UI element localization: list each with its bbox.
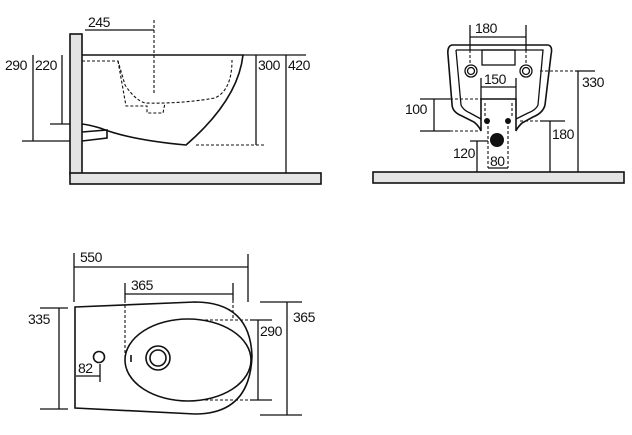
front-view: 180 150 100 330 180 120 80 bbox=[372, 20, 625, 184]
dim-180-right: 180 bbox=[552, 126, 575, 142]
dim-290-top: 290 bbox=[260, 323, 283, 339]
bowl-hidden-line bbox=[82, 59, 233, 104]
dim-300: 300 bbox=[258, 57, 281, 73]
dim-220: 220 bbox=[35, 57, 58, 73]
water-inlet-dot bbox=[490, 133, 504, 147]
bidet-front-outline bbox=[447, 44, 553, 132]
drain-outer bbox=[145, 345, 171, 371]
floor bbox=[69, 172, 322, 185]
dim-365-top: 365 bbox=[131, 277, 154, 293]
tap-hole bbox=[92, 350, 106, 364]
dim-100: 100 bbox=[405, 101, 428, 117]
dim-150: 150 bbox=[484, 71, 507, 87]
dim-245: 245 bbox=[88, 14, 111, 30]
bidet-top-outline bbox=[74, 301, 253, 415]
bowl bbox=[124, 318, 252, 402]
bidet-side-outline bbox=[81, 54, 244, 146]
fixing-hole-right bbox=[519, 64, 533, 78]
top-view: 550 365 335 82 290 365 bbox=[28, 249, 316, 416]
floor bbox=[372, 171, 625, 184]
dim-290: 290 bbox=[5, 57, 28, 73]
dim-330: 330 bbox=[582, 74, 605, 90]
bolt-dot-left bbox=[484, 118, 490, 124]
fixing-hole-left bbox=[464, 64, 478, 78]
dim-80: 80 bbox=[490, 153, 505, 169]
dim-82: 82 bbox=[78, 360, 93, 376]
tank-recess bbox=[481, 49, 516, 66]
dim-550: 550 bbox=[80, 249, 103, 265]
side-view: 245 290 220 300 420 bbox=[5, 14, 322, 185]
dim-365-right: 365 bbox=[293, 309, 316, 325]
dim-120: 120 bbox=[453, 145, 476, 161]
wall bbox=[69, 33, 83, 175]
dim-335: 335 bbox=[28, 311, 51, 327]
drain-inner bbox=[149, 349, 167, 367]
dim-420: 420 bbox=[288, 57, 311, 73]
mounting-bracket bbox=[81, 129, 108, 142]
drain-hidden-line bbox=[117, 60, 166, 114]
dim-180-top: 180 bbox=[475, 20, 498, 36]
bolt-dot-right bbox=[505, 118, 511, 124]
